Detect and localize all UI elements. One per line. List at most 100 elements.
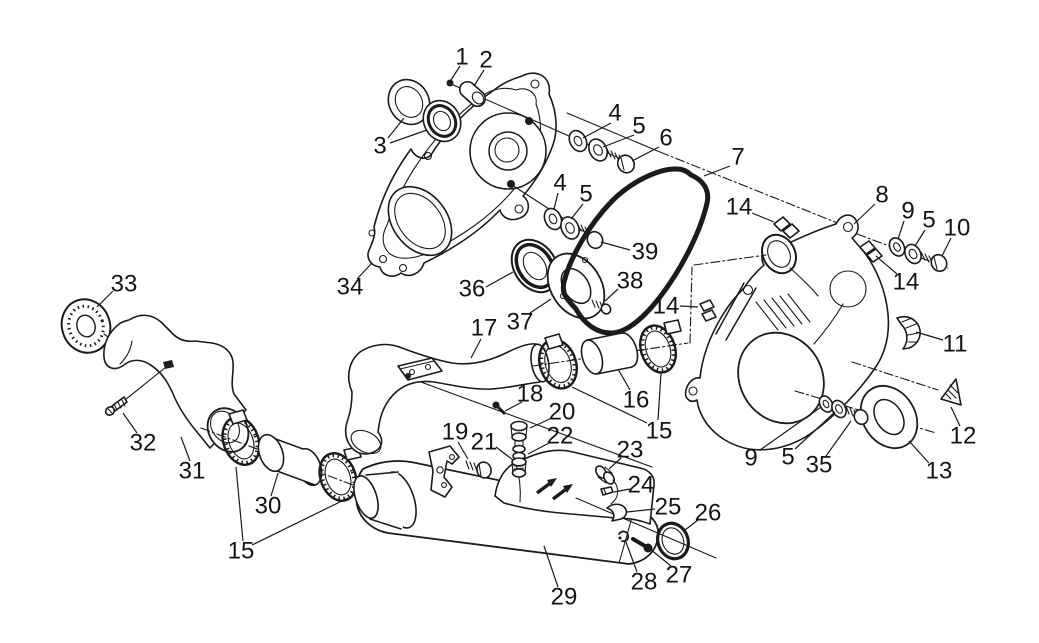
fastener-stack-9-5-10 [856,233,949,273]
clamp-screw-housing [228,409,248,425]
callout-29-40: 29 [551,584,578,611]
callout-12-18: 12 [950,423,977,450]
callout-15-46: 15 [228,538,255,565]
assembly-axis-dashed [659,151,851,229]
callout-11-17: 11 [943,331,968,358]
fastener-stack-4-5-39 [511,184,604,250]
drain-bolt [631,537,653,553]
snorkel-opening [761,233,797,275]
callout-24-35: 24 [628,472,655,499]
callout-9-11: 9 [901,198,914,225]
callout-14-16: 14 [653,293,680,320]
leader-line-24 [613,488,631,493]
drain-valve-stack [510,420,528,478]
callout-8-10: 8 [875,182,888,209]
leader-line-32 [122,412,138,434]
leader-line-34 [356,262,373,280]
callout-32-43: 32 [130,430,157,457]
callout-14-15: 14 [893,269,920,296]
callout-4-3: 4 [608,100,621,127]
flow-arrow [551,484,573,501]
leader-line-4 [553,192,559,210]
clamp-screw-housing [663,319,682,335]
leader-line-26 [684,519,699,531]
callout-34-45: 34 [337,274,364,301]
leader-line-1 [450,65,461,81]
duct-screw [104,396,128,417]
flat-ring-gasket [859,385,919,449]
callout-3-2: 3 [373,133,386,160]
callout-37-24: 37 [507,309,534,336]
duct-tube [257,433,323,487]
leader-line-5 [914,229,926,247]
leader-line-14 [875,255,898,275]
mount-arm [715,282,745,335]
leader-line-9 [759,406,822,451]
drive-belt [560,166,711,336]
flow-arrow [535,478,557,495]
leader-line-37 [529,298,552,314]
hose-clamp [221,409,261,466]
leader-line-25 [626,508,656,513]
mount-tab-hole [842,221,854,233]
callout-39-8: 39 [632,239,659,266]
flat-washer [904,243,922,265]
leader-line-12 [950,406,961,427]
cover-boss [469,112,547,190]
curved-bracket [896,315,921,350]
callout-30-41: 30 [255,493,282,520]
callout-23-34: 23 [617,437,644,464]
callout-35-22: 35 [806,452,833,479]
callout-20-30: 20 [549,399,576,426]
flat-washer [831,399,847,419]
callout-15-28: 15 [646,418,673,445]
callout-31-42: 31 [179,458,206,485]
leader-line-13 [908,440,930,464]
leader-line-22 [527,442,550,455]
leader-line-9 [897,220,905,240]
callout-22-33: 22 [547,423,574,450]
bolt-head [853,408,869,426]
leader-line-15 [235,466,244,542]
leader-line-36 [485,271,514,288]
callout-38-25: 38 [617,268,644,295]
vent-cap [60,298,112,354]
leader-line-11 [915,331,944,341]
bolt-head [616,154,636,174]
leader-line-5 [570,203,584,220]
leader-line-7 [703,165,731,177]
leader-line-3 [389,129,428,144]
shield-screw [492,401,507,416]
callout-5-12: 5 [922,207,935,234]
snorkel-chain-axis [689,266,693,344]
wedge-axis [851,361,939,391]
plug [446,79,454,87]
leader-line-5 [602,134,635,148]
bracket-bolt [465,460,492,479]
callout-5-7: 5 [579,181,592,208]
leader-line-38 [604,288,619,302]
hose-clamp [538,333,578,390]
hook-bracket [606,503,628,522]
cotter-pin [618,530,630,543]
leader-line-3 [387,117,405,139]
callout-4-6: 4 [553,170,566,197]
seal-retainer-plate [546,252,606,320]
leader-line-4 [582,122,612,139]
callout-5-21: 5 [781,444,794,471]
valve-cap [510,420,528,432]
leader-line-28 [625,541,638,573]
vent-grille [755,293,811,331]
callout-28-39: 28 [631,569,658,596]
leader-line-27 [649,548,672,567]
callout-13-19: 13 [926,458,953,485]
seal-washers [387,78,462,143]
inner-cover-plate [367,72,557,277]
assembly-axis [566,112,661,153]
retainer-clip [600,486,614,496]
hose-clamp [639,319,682,374]
callout-1-0: 1 [455,44,468,71]
